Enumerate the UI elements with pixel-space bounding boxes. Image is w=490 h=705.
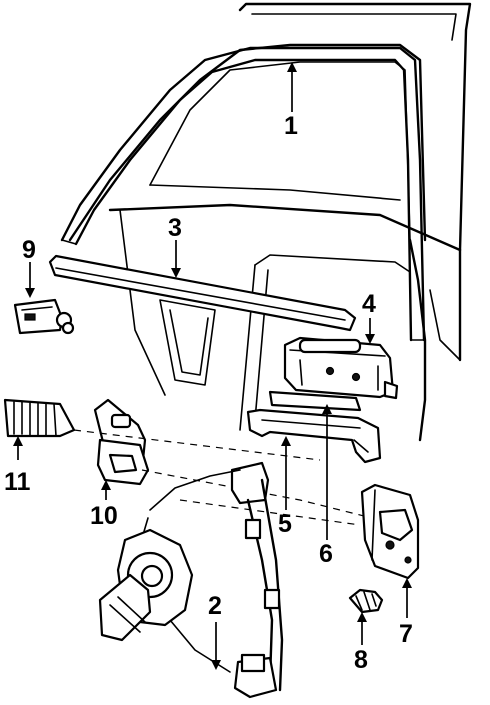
part-6-pad: [268, 390, 362, 412]
callout-labels: 1 2 3 4 5 6 7 8 9 10 11: [4, 112, 413, 674]
part-8-clip: [348, 588, 384, 614]
part-10-bracket: [93, 398, 150, 486]
callout-11: 11: [4, 468, 31, 496]
location-lines: [73, 429, 381, 526]
glass-run-channel: [60, 46, 426, 342]
callout-5: 5: [278, 510, 292, 538]
belt-weatherstrip: [48, 254, 357, 332]
part-2-regulator: [139, 461, 284, 699]
callout-2: 2: [208, 592, 222, 620]
part-7-striker: [360, 483, 420, 580]
callout-leaders: [12, 61, 413, 671]
callout-3: 3: [168, 214, 182, 242]
callout-7: 7: [399, 620, 413, 648]
callout-4: 4: [362, 290, 376, 318]
callout-1: 1: [284, 112, 298, 140]
callout-10: 10: [90, 502, 118, 530]
part-9-bracket: [13, 298, 75, 335]
inner-door-panel: [119, 209, 411, 431]
callout-9: 9: [22, 236, 36, 264]
part-5-handle: [246, 408, 382, 464]
callout-8: 8: [354, 646, 368, 674]
part-11-boot: [3, 398, 76, 438]
part-4-latch: [283, 336, 399, 400]
callout-6: 6: [319, 540, 333, 568]
regulator-motor: [98, 528, 194, 642]
